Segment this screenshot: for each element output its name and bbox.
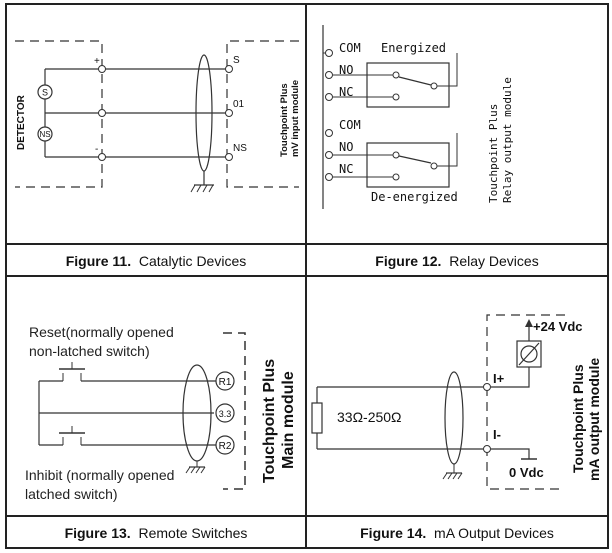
module-name-line2: Relay output module <box>501 77 514 203</box>
sensor-s-circle <box>37 84 53 100</box>
module-name-line2: Main module <box>280 371 297 469</box>
relay-bottom: COM NO NC De-energized <box>325 118 458 204</box>
detector-box <box>15 40 103 188</box>
terminal-r2-label: R2 <box>219 441 232 452</box>
mod-terminal-s <box>225 65 233 73</box>
reset-label-line1: Reset(normally opened <box>29 324 174 340</box>
figure-11-caption: Figure 11. Catalytic Devices <box>7 243 305 275</box>
vdc24-label: +24 Vdc <box>533 319 583 334</box>
caption-number: Figure 11. <box>65 253 132 269</box>
module-name-line2: mA output module <box>586 358 602 481</box>
resistor-label: 33Ω-250Ω <box>337 409 402 425</box>
figure-13-diagram: Reset(normally opened non-latched switch… <box>25 324 297 502</box>
terminal-01-label: 01 <box>233 99 245 110</box>
caption-number: Figure 12. <box>375 253 442 269</box>
mod-terminal-01 <box>225 109 233 117</box>
terminal-r2 <box>215 435 235 455</box>
module-box <box>223 332 246 490</box>
caption-title: Catalytic Devices <box>138 253 247 269</box>
arrow-up-icon <box>525 319 533 327</box>
figure-14-panel: 33Ω-250Ω I+ I- +24 Vdc <box>305 275 609 549</box>
caption-title: Remote Switches <box>138 525 248 541</box>
sensor-ns-label: NS <box>39 130 50 139</box>
inhibit-label-line1: Inhibit (normally opened <box>25 467 174 483</box>
figure-13-caption: Figure 13. Remote Switches <box>7 515 305 547</box>
caption-title: Relay Devices <box>449 253 539 269</box>
relay-top-com: COM <box>339 41 361 55</box>
figure-13-panel: Reset(normally opened non-latched switch… <box>5 275 307 549</box>
figure-12-caption: Figure 12. Relay Devices <box>307 243 607 275</box>
module-name-line1: Touchpoint Plus <box>487 104 500 203</box>
caption-title: mA Output Devices <box>434 525 554 541</box>
det-terminal-3 <box>98 153 106 161</box>
figure-11-diagram: DETECTOR S NS + - S 01 NS <box>15 40 301 193</box>
relay-bottom-state: De-energized <box>371 190 458 204</box>
relay-top-state: Energized <box>381 41 446 55</box>
relay-bottom-nc: NC <box>339 162 353 176</box>
sign-minus: - <box>95 144 98 155</box>
iminus-label: I- <box>493 427 501 442</box>
resistor-icon <box>311 402 323 434</box>
figure-14-caption: Figure 14. mA Output Devices <box>307 515 607 547</box>
terminal-r1 <box>215 371 235 391</box>
terminal-iminus <box>483 445 491 453</box>
inhibit-label-line2: latched switch) <box>25 486 118 502</box>
terminal-3v3 <box>215 403 235 423</box>
reset-label-line2: non-latched switch) <box>29 343 150 359</box>
reset-switch-icon <box>59 362 85 381</box>
relay-bottom-com: COM <box>339 118 361 132</box>
sign-plus: + <box>94 56 100 67</box>
cable-shield <box>444 371 464 465</box>
sensor-ns-circle <box>37 126 53 142</box>
ground-icon <box>442 472 463 480</box>
detector-label: DETECTOR <box>16 94 27 150</box>
det-terminal-2 <box>98 109 106 117</box>
figure-12-panel: COM NO NC Energized COM NO <box>305 3 609 277</box>
relay-bottom-no: NO <box>339 140 353 154</box>
terminal-r1-label: R1 <box>219 377 232 388</box>
caption-number: Figure 14. <box>360 525 427 541</box>
module-name-line1: Touchpoint Plus <box>570 364 586 473</box>
terminal-3v3-label: 3.3 <box>219 409 232 419</box>
terminal-s-label: S <box>233 55 240 66</box>
module-name-line1: Touchpoint Plus <box>279 83 290 157</box>
vdc0-label: 0 Vdc <box>509 465 544 480</box>
relay-top: COM NO NC Energized <box>323 41 458 108</box>
caption-number: Figure 13. <box>64 525 131 541</box>
figure-11-panel: DETECTOR S NS + - S 01 NS <box>5 3 307 277</box>
terminal-ns-label: NS <box>233 143 247 154</box>
ground-icon <box>185 466 206 474</box>
terminal-iplus <box>483 383 491 391</box>
sensor-s-label: S <box>42 88 48 98</box>
inhibit-switch-icon <box>59 426 85 445</box>
figure-14-diagram: 33Ω-250Ω I+ I- +24 Vdc <box>311 314 602 490</box>
figure-12-diagram: COM NO NC Energized COM NO <box>322 25 514 209</box>
module-box <box>486 314 565 490</box>
relay-top-nc: NC <box>339 85 353 99</box>
module-name-line1: Touchpoint Plus <box>261 359 278 483</box>
relay-top-no: NO <box>339 63 353 77</box>
module-box <box>226 40 299 188</box>
mod-terminal-ns <box>225 153 233 161</box>
module-name-line2: mV input module <box>290 80 301 157</box>
iplus-label: I+ <box>493 371 505 386</box>
det-terminal-1 <box>98 65 106 73</box>
